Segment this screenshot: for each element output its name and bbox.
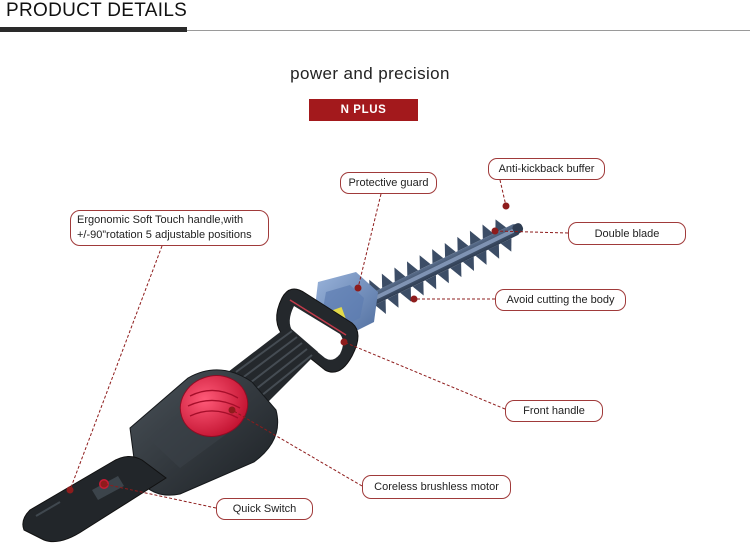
title-underline xyxy=(0,27,187,32)
subtitle: power and precision xyxy=(290,64,450,83)
page-title: PRODUCT DETAILS xyxy=(6,0,188,21)
callout-quick-switch: Quick Switch xyxy=(216,498,313,520)
motor-cover xyxy=(179,375,249,437)
double-blade xyxy=(363,219,524,314)
leader-lines xyxy=(69,179,569,509)
model-badge: N PLUS xyxy=(309,99,418,121)
leader-dots xyxy=(66,202,510,494)
callout-double-blade: Double blade xyxy=(568,222,686,245)
callout-ergonomic-handle: Ergonomic Soft Touch handle,with +/-90”r… xyxy=(70,210,269,246)
callout-avoid-cutting: Avoid cutting the body xyxy=(495,289,626,311)
callout-motor: Coreless brushless motor xyxy=(362,475,511,499)
callout-front-handle: Front handle xyxy=(505,400,603,422)
front-handle-shape xyxy=(276,288,359,373)
callout-anti-kickback: Anti-kickback buffer xyxy=(488,158,605,180)
header-divider xyxy=(187,30,750,31)
rear-handle xyxy=(22,456,167,543)
callout-protective-guard: Protective guard xyxy=(340,172,437,194)
